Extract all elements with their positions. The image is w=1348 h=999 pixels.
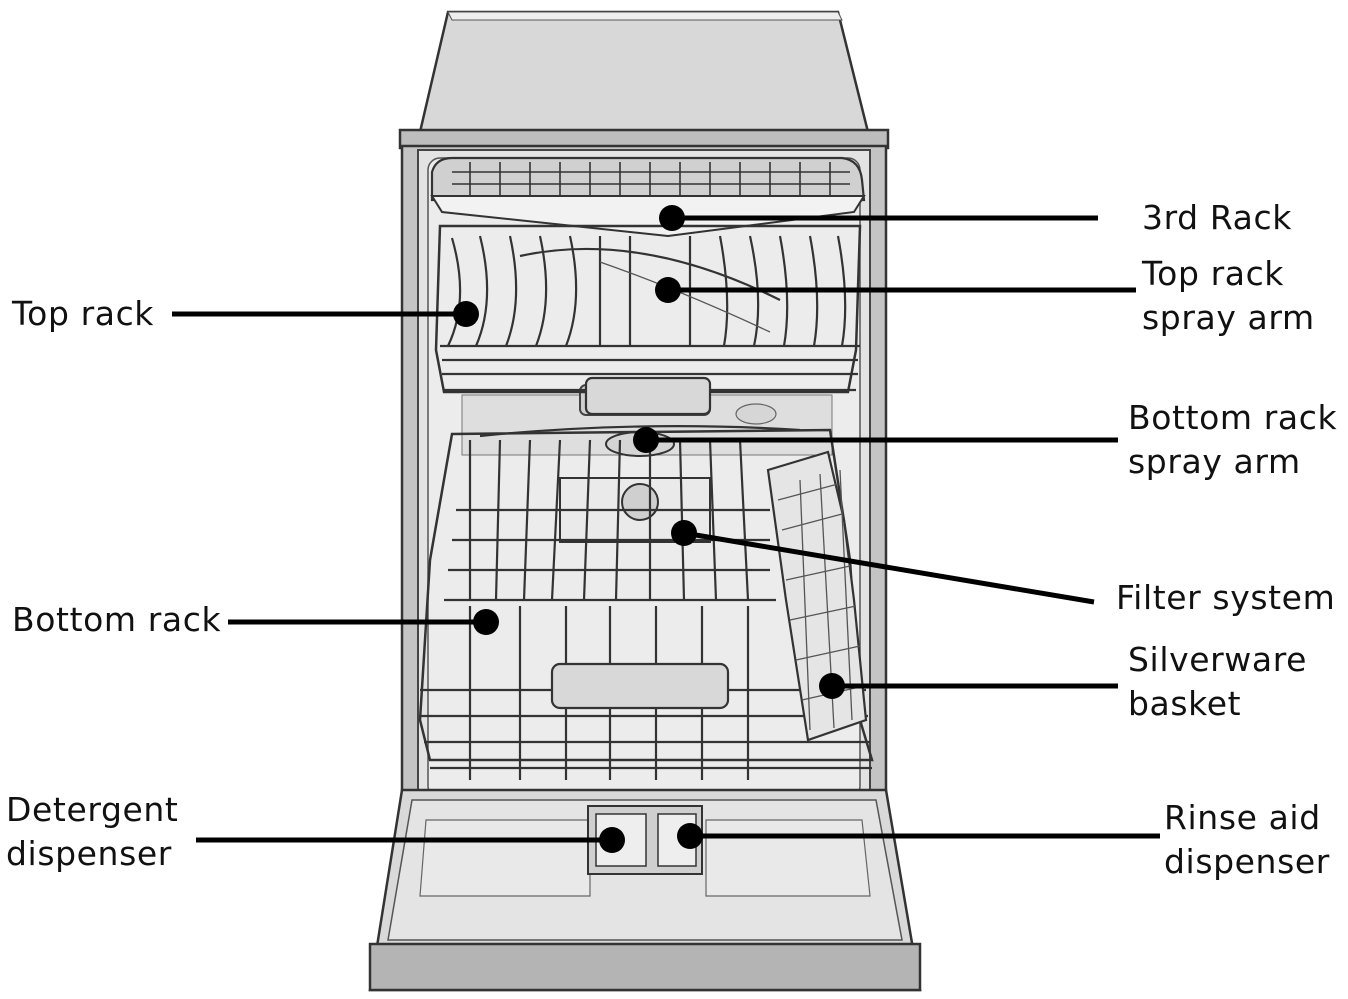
label-bottom-rack-spray-arm: Bottom rack spray arm	[1128, 396, 1337, 484]
label-filter-system: Filter system	[1116, 576, 1335, 620]
label-rinse-aid-dispenser-line1: Rinse aid	[1164, 798, 1321, 837]
label-top-rack-spray-arm-line1: Top rack	[1142, 254, 1285, 293]
label-top-rack-spray-arm: Top rack spray arm	[1142, 252, 1315, 340]
label-third-rack: 3rd Rack	[1142, 196, 1292, 240]
countertop-panel	[398, 10, 890, 150]
callout-filter-system	[671, 520, 1095, 605]
label-rinse-aid-dispenser-line2: dispenser	[1164, 842, 1330, 881]
callout-silverware-basket	[819, 673, 1118, 699]
label-top-rack: Top rack	[12, 292, 154, 336]
third-rack	[430, 156, 866, 238]
label-silverware-basket-line1: Silverware	[1128, 640, 1308, 679]
callout-bottom-rack	[228, 609, 499, 635]
label-detergent-dispenser-line1: Detergent	[6, 790, 179, 829]
callout-rinse-aid-dispenser	[677, 823, 1160, 849]
label-bottom-rack-spray-arm-line1: Bottom rack	[1128, 398, 1338, 437]
label-bottom-rack-spray-arm-line2: spray arm	[1128, 442, 1301, 481]
label-silverware-basket: Silverware basket	[1128, 638, 1307, 726]
label-rinse-aid-dispenser: Rinse aid dispenser	[1164, 796, 1330, 884]
label-top-rack-spray-arm-line2: spray arm	[1142, 298, 1315, 337]
callout-bottom-rack-spray-arm	[633, 427, 1118, 453]
bottom-rack	[418, 428, 874, 780]
callout-top-rack	[172, 301, 479, 327]
label-top-rack-text: Top rack	[12, 294, 155, 333]
silverware-basket	[766, 450, 868, 742]
callout-third-rack	[659, 205, 1098, 231]
callout-top-rack-spray-arm	[655, 277, 1136, 303]
label-filter-system-text: Filter system	[1116, 578, 1336, 617]
label-detergent-dispenser: Detergent dispenser	[6, 788, 178, 876]
callout-detergent-dispenser	[196, 827, 625, 853]
label-third-rack-text: 3rd Rack	[1142, 198, 1292, 237]
label-detergent-dispenser-line2: dispenser	[6, 834, 172, 873]
label-bottom-rack: Bottom rack	[12, 598, 221, 642]
label-bottom-rack-text: Bottom rack	[12, 600, 222, 639]
label-silverware-basket-line2: basket	[1128, 684, 1242, 723]
top-rack	[434, 224, 862, 416]
